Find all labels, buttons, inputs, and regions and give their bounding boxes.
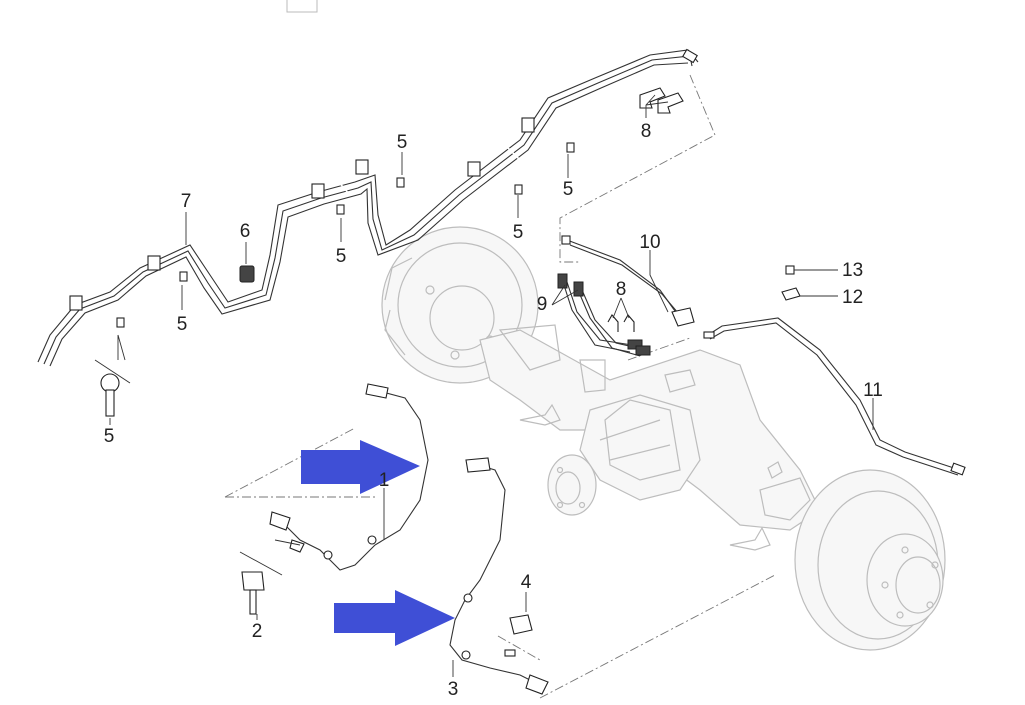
callout-4: 4 xyxy=(521,572,532,593)
brake-hoses-9-10 xyxy=(557,235,695,357)
callout-3: 3 xyxy=(448,679,459,700)
callout-1: 1 xyxy=(379,470,390,491)
callout-5-b: 5 xyxy=(563,179,574,200)
callout-13: 13 xyxy=(842,260,863,281)
callout-5-f: 5 xyxy=(104,426,115,447)
callout-5-e: 5 xyxy=(177,314,188,335)
brake-line-assembly-7 xyxy=(37,48,699,367)
callout-7: 7 xyxy=(181,191,192,212)
dashed-reference-lines xyxy=(224,74,776,699)
brake-line-11 xyxy=(703,317,966,476)
abs-sensor-3 xyxy=(449,457,549,695)
callout-6: 6 xyxy=(240,221,251,242)
corner-box xyxy=(286,0,318,13)
callout-10: 10 xyxy=(639,232,660,253)
callout-5-d: 5 xyxy=(336,246,347,267)
grommet-6 xyxy=(239,265,255,283)
arrow-indicator-upper xyxy=(301,440,420,494)
callout-5-c: 5 xyxy=(513,222,524,243)
callout-2: 2 xyxy=(252,621,263,642)
callout-5-a: 5 xyxy=(397,132,408,153)
abs-sensor-1 xyxy=(241,383,429,615)
callout-12: 12 xyxy=(842,287,863,308)
callout-11: 11 xyxy=(863,380,883,401)
callout-labels: 5 7 6 5 5 5 5 5 8 10 9 8 13 12 11 1 2 4 … xyxy=(104,121,883,700)
callout-8-a: 8 xyxy=(641,121,652,142)
callout-8-b: 8 xyxy=(616,279,627,300)
arrow-indicator-lower xyxy=(334,590,455,646)
axle-housing-ghost xyxy=(381,226,946,651)
callout-9: 9 xyxy=(537,294,548,315)
leader-lines xyxy=(94,94,874,677)
bolts-5 xyxy=(100,142,575,417)
bracket-12-bolt-13 xyxy=(781,265,801,301)
